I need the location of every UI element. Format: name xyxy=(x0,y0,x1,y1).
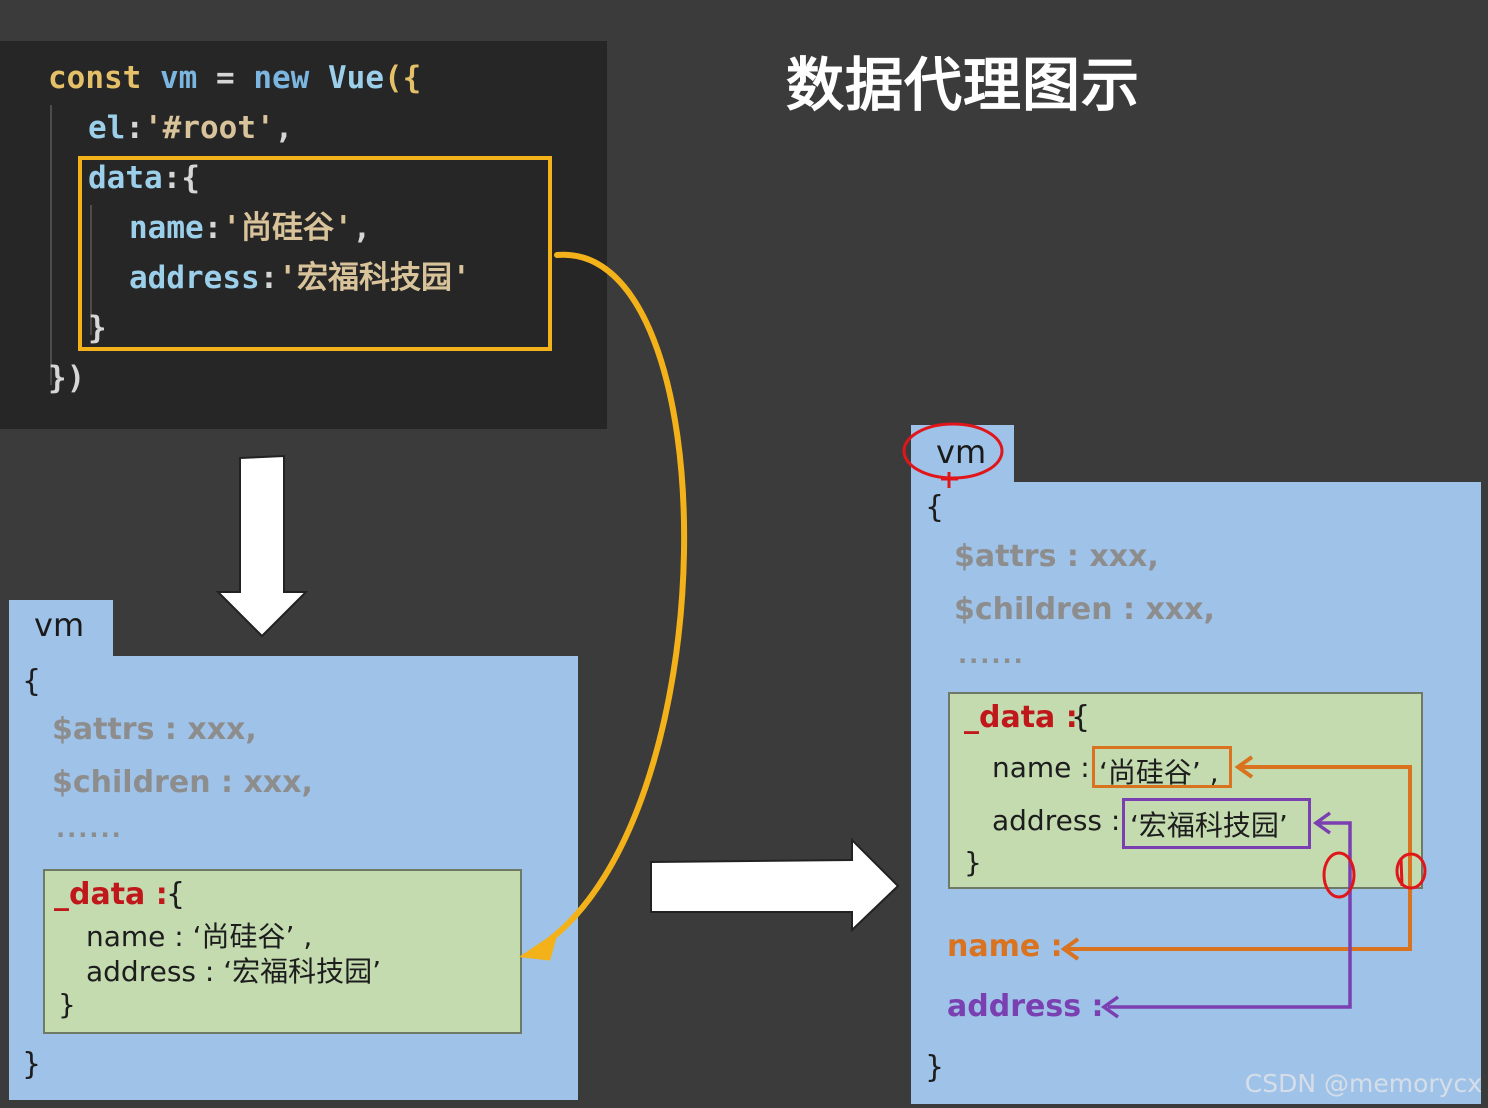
code-line-1: const vm = new Vue({ xyxy=(48,58,421,98)
right-data-close-brace: } xyxy=(964,846,982,879)
left-data-close-brace: } xyxy=(58,988,76,1021)
right-arrow-icon xyxy=(650,837,900,933)
code-punctuation: , xyxy=(274,110,294,146)
left-data-address: address : ‘宏福科技园’ xyxy=(86,955,382,988)
code-punctuation: : xyxy=(203,210,223,246)
right-vm-ellipsis: ...... xyxy=(958,641,1025,669)
left-data-name: name : ‘尚硅谷’ , xyxy=(86,920,313,953)
indent-guide xyxy=(50,105,52,385)
right-data-address-value: ‘宏福科技园’ xyxy=(1130,809,1288,842)
name-value-box xyxy=(1092,746,1232,788)
left-vm-label: vm xyxy=(34,606,85,644)
left-vm-children: $children : xxx, xyxy=(52,765,313,800)
code-line-3: data:{ xyxy=(88,158,200,198)
code-keyword: const xyxy=(48,60,142,96)
code-line-7: }) xyxy=(48,360,86,396)
code-punctuation: : xyxy=(259,260,279,296)
right-data-address-key: address : xyxy=(992,804,1121,837)
name-getter-line xyxy=(1068,765,1412,951)
right-vm-close-brace: } xyxy=(925,1050,945,1085)
left-data-box xyxy=(43,869,522,1034)
proxy-address-arrowhead-icon xyxy=(1100,995,1120,1019)
code-line-2: el:'#root', xyxy=(88,108,293,148)
left-vm-close-brace: } xyxy=(22,1047,42,1082)
code-string: '宏福科技园' xyxy=(278,260,471,296)
code-property: name xyxy=(129,210,204,246)
left-data-label: _data : xyxy=(54,877,168,912)
indent-guide xyxy=(90,205,92,335)
code-line-6: } xyxy=(88,310,107,346)
watermark: CSDN @memorycx xyxy=(1244,1069,1482,1098)
left-vm-open-brace: { xyxy=(22,664,42,699)
diagram-title: 数据代理图示 xyxy=(786,51,1141,119)
setter-circle-annotation xyxy=(1395,852,1427,890)
right-vm-open-brace: { xyxy=(925,490,945,525)
code-property: data xyxy=(88,160,163,196)
code-string: '尚硅谷' xyxy=(222,210,353,246)
yellow-arrowhead-icon xyxy=(518,930,559,961)
code-punctuation: : xyxy=(125,110,144,146)
proxy-name-arrowhead-icon xyxy=(1060,937,1080,961)
right-data-name-key: name : xyxy=(992,751,1090,784)
setter-mark-annotation xyxy=(1399,857,1404,887)
code-property: address xyxy=(129,260,260,296)
name-arrowhead-icon xyxy=(1234,755,1254,779)
code-keyword: new xyxy=(253,60,310,96)
code-class-name: Vue xyxy=(328,60,385,96)
code-operator: = xyxy=(216,60,235,96)
getter-circle-annotation xyxy=(1322,851,1356,899)
address-arrowhead-icon xyxy=(1312,811,1332,835)
vm-mark-annotation xyxy=(941,472,958,488)
left-vm-ellipsis: ...... xyxy=(56,815,123,843)
left-vm-attrs: $attrs : xxx, xyxy=(52,712,257,747)
yellow-curve-arrow xyxy=(532,251,687,953)
code-punctuation: ({ xyxy=(384,60,422,96)
code-punctuation: , xyxy=(352,210,372,246)
code-panel: const vm = new Vue({ el:'#root', data:{ … xyxy=(0,41,607,429)
right-data-name-value: ‘尚硅谷’ , xyxy=(1099,756,1219,789)
code-punctuation: :{ xyxy=(162,160,200,196)
address-getter-line xyxy=(1108,821,1352,1009)
right-data-label: _data : xyxy=(964,700,1078,735)
code-line-5: address:'宏福科技园' xyxy=(129,258,471,298)
vm-circle-annotation xyxy=(902,422,1004,480)
code-line-4: name:'尚硅谷', xyxy=(129,208,371,248)
code-string: '#root' xyxy=(144,110,275,146)
right-vm-children: $children : xxx, xyxy=(954,592,1215,627)
left-vm-tab xyxy=(9,600,113,660)
code-property: el xyxy=(88,110,126,146)
address-value-box xyxy=(1122,798,1311,849)
data-highlight-box xyxy=(78,156,552,351)
proxy-address-label: address : xyxy=(947,989,1104,1024)
left-data-open-brace: { xyxy=(166,877,186,912)
right-data-open-brace: { xyxy=(1071,700,1091,735)
right-vm-attrs: $attrs : xxx, xyxy=(954,539,1159,574)
right-data-box xyxy=(948,692,1423,889)
right-vm-label: vm xyxy=(936,433,987,471)
proxy-name-label: name : xyxy=(947,929,1063,964)
code-variable: vm xyxy=(160,60,198,96)
down-arrow-icon xyxy=(215,454,309,638)
